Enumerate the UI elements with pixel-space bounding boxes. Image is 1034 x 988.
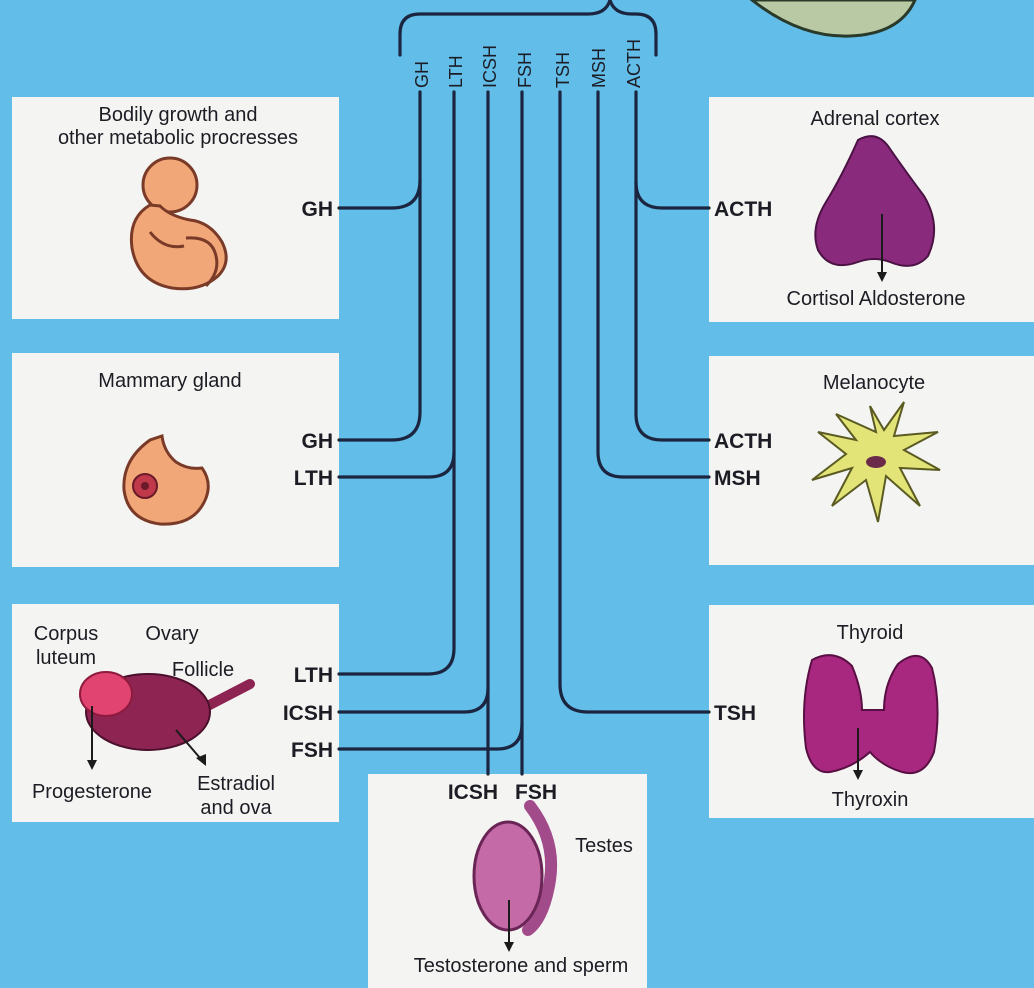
testes-fsh-label: FSH (515, 781, 557, 804)
growth-title-line1: Bodily growth and (99, 104, 258, 126)
follicle-label: Follicle (172, 659, 234, 681)
estradiol-label-line1: Estradiol (197, 773, 275, 795)
mammary-lth-label: LTH (294, 467, 333, 490)
top-label-fsh: FSH (515, 52, 535, 88)
lth-line-mammary (339, 92, 454, 477)
testes-title: Testes (575, 835, 633, 857)
corpus-label-line1: Corpus (34, 623, 98, 645)
fsh-line-ovary (339, 92, 522, 749)
mammary-title: Mammary gland (98, 370, 241, 392)
ovary-lth-label: LTH (294, 664, 333, 687)
melanocyte-acth-label: ACTH (714, 430, 772, 453)
hormone-lines (339, 92, 709, 774)
icsh-line-ovary (339, 92, 488, 712)
top-label-tsh: TSH (553, 52, 573, 88)
top-bracket (400, 0, 656, 55)
growth-title-line2: other metabolic procresses (58, 127, 298, 149)
progesterone-label: Progesterone (32, 781, 152, 803)
top-label-acth: ACTH (624, 39, 644, 88)
adrenal-acth-label: ACTH (714, 198, 772, 221)
top-label-lth: LTH (446, 55, 466, 88)
ovary-icsh-label: ICSH (283, 702, 333, 725)
top-hormone-labels: GH LTH ICSH FSH TSH MSH ACTH (412, 39, 644, 88)
gh-line-growth (339, 92, 420, 208)
ovary-label: Ovary (145, 623, 198, 645)
melanocyte-msh-label: MSH (714, 467, 761, 490)
melanocyte-title: Melanocyte (823, 372, 925, 394)
thyroid-tsh-label: TSH (714, 702, 756, 725)
top-label-icsh: ICSH (480, 45, 500, 88)
adrenal-output-label: Cortisol Aldosterone (787, 288, 966, 310)
growth-hormone-label: GH (302, 198, 334, 221)
gh-line-mammary (339, 180, 420, 440)
ovary-fsh-label: FSH (291, 739, 333, 762)
acth-line-adrenal (636, 92, 709, 208)
lth-line-ovary (339, 452, 454, 674)
mammary-gh-label: GH (302, 430, 334, 453)
testes-output-label: Testosterone and sperm (414, 955, 629, 977)
adrenal-title: Adrenal cortex (811, 108, 940, 130)
top-label-gh: GH (412, 61, 432, 88)
acth-line-melanocyte (636, 182, 709, 440)
top-label-msh: MSH (589, 48, 609, 88)
pituitary-icon (752, 0, 915, 36)
thyroid-title: Thyroid (837, 622, 904, 644)
testes-icsh-label: ICSH (448, 781, 498, 804)
thyroxin-label: Thyroxin (832, 789, 909, 811)
msh-line-melanocyte (598, 92, 709, 477)
corpus-label-line2: luteum (36, 647, 96, 669)
estradiol-label-line2: and ova (200, 797, 272, 819)
